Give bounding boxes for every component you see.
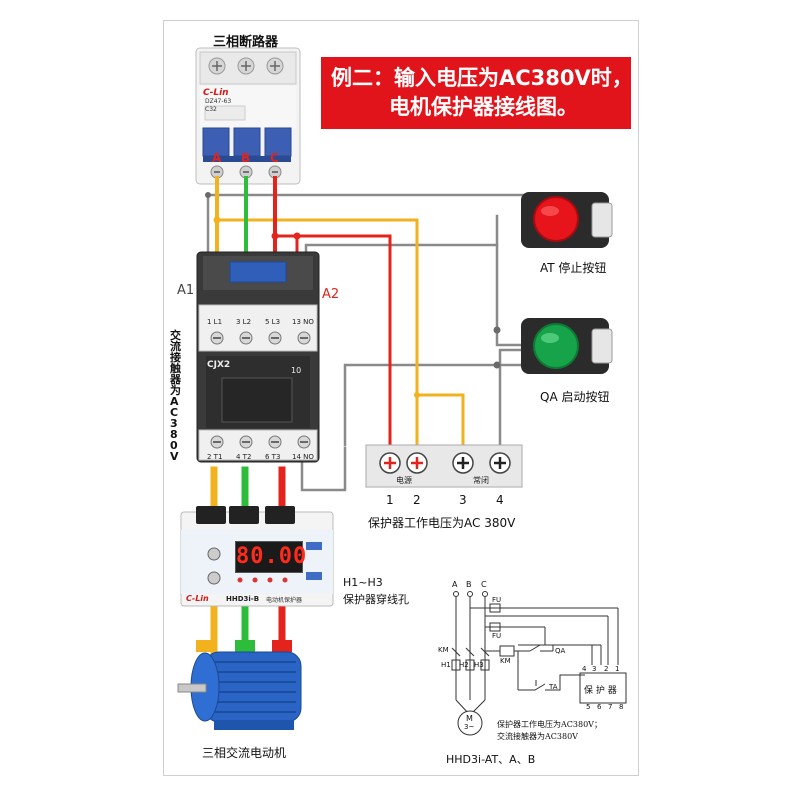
contactor-a1-label: A1 [177,283,195,298]
contactor-bottom-terminal-2: 4 T2 [236,453,252,461]
title-banner: 例二：输入电压为AC380V时， 电机保护器接线图。 [321,57,633,129]
schematic-km-1: KM [438,646,449,654]
protector-name: 电动机保护器 [266,597,303,604]
contactor-top-terminal-2: 3 L2 [236,318,252,326]
schematic-motor-3: 3~ [464,723,475,731]
banner-line-2: 电机保护器接线图。 [389,95,578,119]
schematic-pin-8: 8 [619,703,624,711]
contactor-a2-label: A2 [322,287,340,302]
schematic-pin-6: 6 [597,703,602,711]
terminal-3-icon [452,452,474,474]
terminal-number-3: 3 [459,493,467,507]
terminal-nc-label: 常闭 [473,476,489,485]
terminal-block [365,444,523,488]
schematic-note-2: 交流接触器为AC380V [497,732,578,741]
schematic-hole-h1: H1 [441,661,451,669]
schematic-fu-1: FU [492,596,502,604]
contactor-device [196,251,320,463]
protector-hole-label-2: 保护器穿线孔 [343,593,409,606]
stop-button[interactable] [521,192,613,248]
schematic-protector-box: 保 护 器 [584,686,617,696]
terminal-number-4: 4 [496,493,504,507]
gray-wire-bottom-no [300,446,347,492]
protector-model: HHD3i-B [226,595,260,603]
schematic-fu-2: FU [492,632,502,640]
terminal-4-icon [489,452,511,474]
gray-wire-t4 [498,348,529,452]
schematic-hole-h3: H3 [474,661,484,669]
terminal-2-icon [406,452,428,474]
schematic-ta: TA [549,683,558,691]
schematic-pin-5: 5 [586,703,591,711]
motor-label: 三相交流电动机 [202,746,287,760]
contactor-model-code: 10 [291,366,302,375]
terminal-number-2: 2 [413,493,421,507]
schematic-pin-7: 7 [608,703,613,711]
protector-hole-label-1: H1~H3 [343,576,383,589]
contactor-top-terminal-3: 5 L3 [265,318,281,326]
terminal-caption: 保护器工作电压为AC 380V [368,516,516,530]
schematic-pin-3: 3 [592,665,597,673]
schematic-pin-2: 2 [604,665,609,673]
protector-display: 80.00 [235,541,306,573]
schematic-motor-m: M [466,714,473,723]
breaker-rating: C32 [205,106,217,113]
schematic-phase-a: A [452,580,458,589]
schematic-note-1: 保护器工作电压为AC380V； [497,720,602,729]
schematic-km-2: KM [500,657,511,665]
contactor-bottom-terminal-3: 6 T3 [265,453,281,461]
gray-wire-no-to-start [304,243,499,322]
motor-device [177,640,302,730]
red-wire-to-terminal [273,234,392,452]
schematic-pin-1: 1 [615,665,620,673]
breaker-model: DZ47-63 [205,98,232,105]
contactor-model: CJX2 [207,360,231,370]
breaker-device [195,47,301,185]
breaker-phase-a: A [212,151,222,165]
yellow-wire-t3 [415,393,465,452]
schematic-drawing [451,591,627,736]
contactor-bottom-terminal-1: 2 T1 [207,453,223,461]
schematic-phase-c: C [481,580,487,589]
terminal-1-icon [379,452,401,474]
schematic-phase-b: B [466,580,472,589]
schematic-pin-4: 4 [582,665,587,673]
breaker-phase-b: B [241,151,251,165]
contactor-top-terminal-4: 13 NO [292,318,314,326]
contactor-top-terminal-1: 1 L1 [207,318,223,326]
gray-wire-start-to-terminal [343,363,529,447]
protector-brand: C-Lin [186,594,209,603]
schematic-model-caption: HHD3i-AT、A、B [446,753,536,766]
junction-dots [205,192,501,398]
start-button-label: QA 启动按钮 [540,390,610,404]
stop-button-label: AT 停止按钮 [540,261,607,275]
yellow-wire-top [215,218,419,452]
breaker-title: 三相断路器 [213,35,279,50]
start-button[interactable] [521,318,613,374]
gray-wire-stop-to-start [495,214,529,347]
contactor-bottom-terminal-4: 14 NO [292,453,314,461]
terminal-power-label: 电源 [396,476,412,485]
breaker-phase-c: C [270,151,279,165]
contactor-side-label: 交流接触器为AC 380V [170,329,181,463]
breaker-brand: C-Lin [203,88,229,98]
terminal-number-1: 1 [386,493,394,507]
banner-line-1: 例二：输入电压为AC380V时， [331,66,633,90]
schematic-qa: QA [555,647,566,655]
schematic-hole-h2: H2 [459,661,469,669]
